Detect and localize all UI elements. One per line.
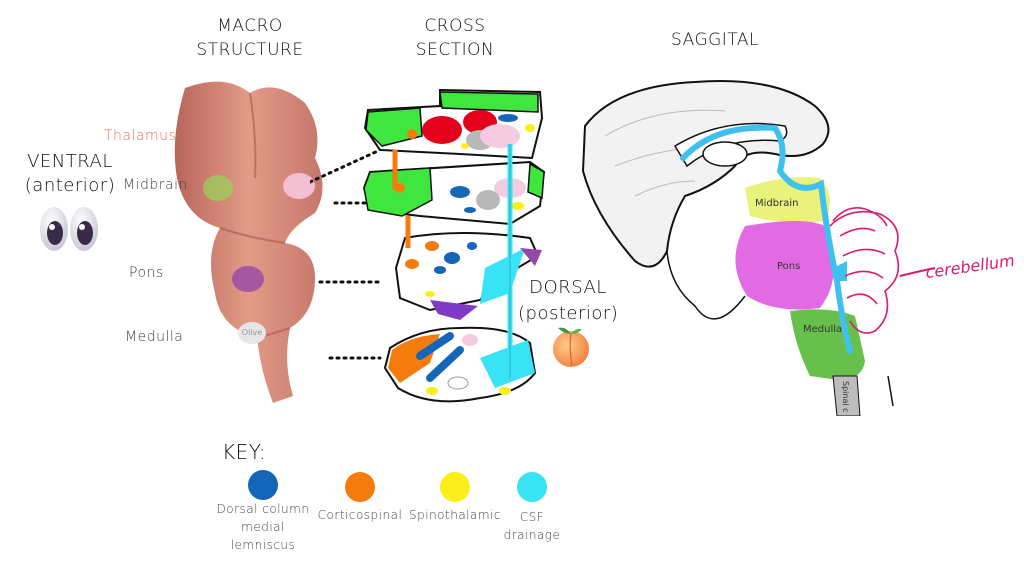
pons-marker bbox=[232, 266, 264, 292]
key-label-spinothalamic: Spinothalamic bbox=[409, 508, 501, 522]
key-swatch-dorsal-column bbox=[248, 470, 278, 500]
cross-section-heading: CROSS SECTION bbox=[415, 16, 495, 60]
saggital-pons-label: Pons bbox=[777, 261, 800, 272]
cross-section-1 bbox=[363, 88, 544, 160]
cerebellum-pointer bbox=[899, 267, 936, 277]
key-swatch-corticospinal bbox=[345, 472, 375, 502]
midbrain-label: Midbrain bbox=[123, 177, 188, 193]
key-label-corticospinal: Corticospinal bbox=[317, 508, 403, 522]
cross-section-3 bbox=[394, 232, 542, 320]
peach-icon bbox=[548, 322, 594, 368]
olive-marker: Olive bbox=[238, 322, 266, 344]
cross-section-stack bbox=[360, 88, 550, 408]
midbrain-marker bbox=[203, 175, 233, 201]
saggital-cerebellum-label: cerebellum bbox=[924, 251, 1015, 282]
key-title: KEY: bbox=[222, 440, 267, 464]
cerebellum-drawing bbox=[829, 207, 900, 334]
saggital-heading: SAGGITAL bbox=[671, 30, 759, 50]
key-label-dorsal-column: Dorsal column medial lemniscus bbox=[216, 502, 310, 552]
cross-section-2 bbox=[362, 160, 546, 226]
saggital-spinal-label: Spinal c bbox=[841, 381, 850, 413]
saggital-midbrain-label: Midbrain bbox=[755, 198, 798, 209]
thalamus-marker bbox=[283, 173, 315, 199]
eyes-icon bbox=[38, 204, 102, 254]
saggital-medulla-label: Medulla bbox=[803, 324, 842, 335]
saggital-diagram: Midbrain Pons Medulla Spinal c cerebellu… bbox=[575, 76, 1016, 417]
macro-structure-heading: MACRO STRUCTURE bbox=[196, 16, 304, 60]
ventral-label: VENTRAL (anterior) bbox=[24, 151, 116, 196]
pons-label: Pons bbox=[129, 265, 164, 281]
thalamus-label: Thalamus bbox=[104, 128, 177, 144]
dorsal-label: DORSAL (posterior) bbox=[518, 277, 619, 324]
key-swatch-spinothalamic bbox=[440, 472, 470, 502]
key-label-csf: CSF drainage bbox=[503, 510, 561, 542]
medulla-label: Medulla bbox=[125, 329, 184, 345]
key-swatch-csf bbox=[517, 472, 547, 502]
